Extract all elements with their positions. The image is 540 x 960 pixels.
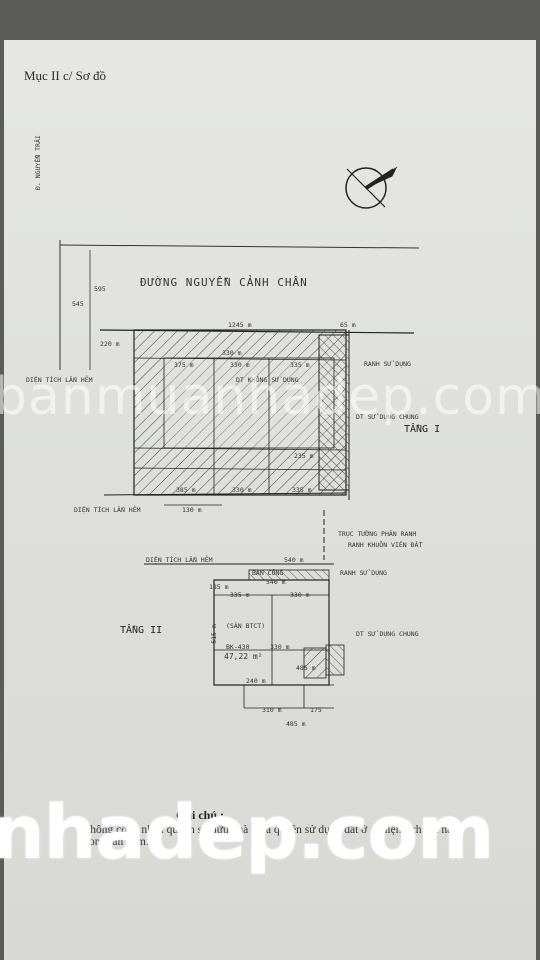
f1-dim-lane: 130 m: [182, 506, 202, 514]
f1-dim-bottom-c: 335 m: [292, 486, 312, 494]
f1-note-boundary: RANH SỬ DỤNG: [364, 360, 411, 368]
f1-dim-bottom-d: 235 m: [294, 452, 314, 460]
site-plan-drawing: [59, 166, 420, 709]
floor1-plan: [99, 329, 415, 560]
f1-note-shared: DT SỬ DỤNG CHUNG: [356, 413, 419, 421]
f1-dim-bottom-b: 330 m: [232, 486, 252, 494]
f1-note-lane: DIỆN TÍCH LẤN HẺM: [26, 376, 93, 384]
f2-dim-top-b: 330 m: [290, 591, 310, 599]
f1-dim-upper-c: 335 m: [290, 361, 310, 369]
f2-dim-bottom-c: 175: [310, 706, 322, 714]
f2-dim-balcony-top: 540 m: [284, 556, 304, 564]
street-name: ĐƯỜNG NGUYỄN CẢNH CHÂN: [140, 276, 308, 289]
street-edge-line: [59, 244, 420, 249]
f1-dim-inner-top: 330 m: [222, 349, 242, 357]
street-width-a: 545: [72, 300, 84, 308]
f2-note-stair: (SÀN BTCT): [226, 622, 266, 630]
f2-note-shared: DT SỬ DỤNG CHUNG: [356, 630, 419, 638]
f2-note-lane: DIỆN TÍCH LẤN HẺM: [146, 556, 213, 564]
north-arrow-icon: [345, 166, 398, 209]
f2-dim-mid: 330 m: [270, 643, 290, 651]
f2-dim-bottom: 485 m: [296, 664, 316, 672]
notes-text: Không công nhận quyền sở hữu nhà ở và qu…: [82, 824, 462, 848]
side-street-label: Đ. NGUYỄN TRÃI: [34, 135, 42, 190]
street-width-b: 595: [94, 285, 106, 293]
f1-note-lane2: DIỆN TÍCH LẤN HẺM: [74, 506, 141, 514]
f2-dim-side-a: 515 m: [209, 624, 218, 644]
f1-dim-right-top: 65 m: [340, 321, 356, 329]
section-title: Mục II c/ Sơ đồ: [24, 68, 106, 83]
f1-note-unused: DT KHÔNG SỬ DỤNG: [236, 376, 299, 384]
f1-dim-top: 1245 m: [228, 321, 252, 329]
f2-note-balcony: BAN CÔNG: [252, 569, 284, 577]
f1-dim-left: 220 m: [100, 340, 120, 348]
f1-dim-upper: 375 m: [174, 361, 194, 369]
f2-dim-balcony-in: 540 m: [266, 578, 286, 586]
f1-dim-bottom-a: 385 m: [176, 486, 196, 494]
f2-note-boundary: RANH SỬ DỤNG: [340, 569, 387, 577]
document-page: Mục II c/ Sơ đồ: [4, 40, 536, 960]
f2-dim-top-a: 335 m: [230, 591, 250, 599]
f2-note-bk: BK-430: [226, 643, 250, 651]
f1-note-axis: TRỤC TƯỜNG PHÂN RANH: [338, 530, 417, 538]
f2-dim-bottom-total: 485 m: [286, 720, 306, 728]
floor1-label: TẦNG I: [404, 424, 441, 435]
floor2-plan: [144, 563, 345, 709]
notes-title: Ghi chú :: [176, 808, 225, 822]
f2-dim-left-a: 185 m: [209, 583, 229, 591]
f2-dim-bottom-b: 310 m: [262, 706, 282, 714]
f1-dim-upper-b: 330 m: [230, 361, 250, 369]
f2-dim-side-b: 240 m: [246, 677, 266, 685]
floor2-label: TẦNG II: [120, 625, 163, 636]
f1-note-lot: RANH KHUÔN VIÊN ĐẤT: [348, 541, 423, 549]
f2-note-area: 47,22 m²: [224, 652, 263, 661]
